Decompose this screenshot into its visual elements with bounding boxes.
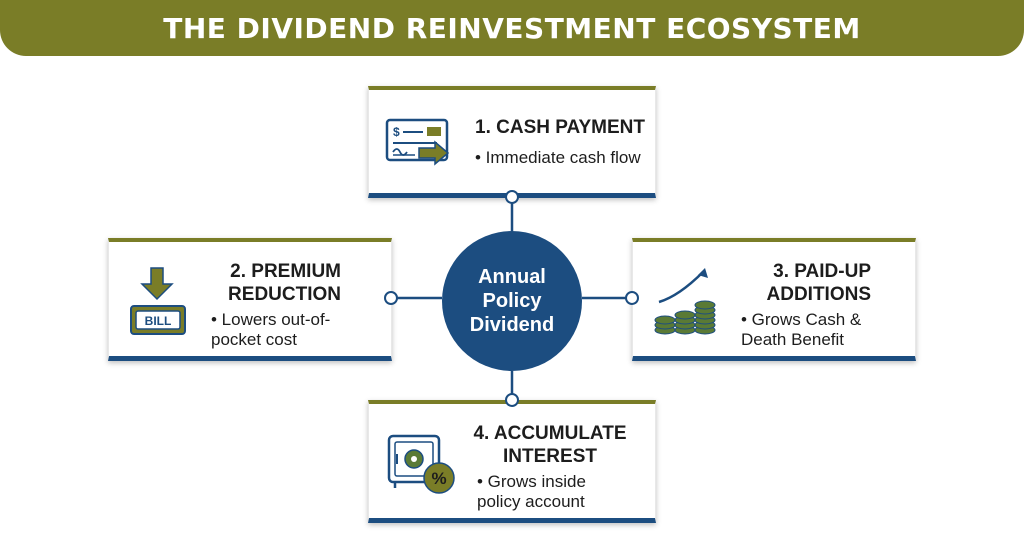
central-hub: Annual Policy Dividend xyxy=(442,231,582,371)
connector-node-bottom xyxy=(505,393,519,407)
connector-node-top xyxy=(505,190,519,204)
svg-text:$: $ xyxy=(393,125,400,139)
card-title: 2. PREMIUM REDUCTION xyxy=(228,261,341,305)
card-bullet: • Immediate cash flow xyxy=(475,148,641,167)
card-bullet: • Grows Cash & Death Benefit xyxy=(741,310,862,349)
card-title: 4. ACCUMULATE INTEREST xyxy=(473,423,627,467)
card-paid-up-additions: 3. PAID-UP ADDITIONS • Grows Cash & Deat… xyxy=(632,238,916,361)
card-title: 1. CASH PAYMENT xyxy=(475,117,645,138)
diagram-title: THE DIVIDEND REINVESTMENT ECOSYSTEM xyxy=(163,11,861,45)
card-bullet: • Lowers out-of- pocket cost xyxy=(211,310,331,349)
title-banner: THE DIVIDEND REINVESTMENT ECOSYSTEM xyxy=(0,0,1024,56)
bill-down-arrow-icon: BILL xyxy=(127,264,189,345)
check-with-arrow-icon: $ xyxy=(385,118,451,175)
connector-node-right xyxy=(625,291,639,305)
hub-label: Annual Policy Dividend xyxy=(469,266,555,336)
card-bullet: • Grows inside policy account xyxy=(477,472,586,511)
bill-icon-text: BILL xyxy=(145,314,172,328)
coin-stacks-growth-icon xyxy=(653,266,719,343)
percent-icon-text: % xyxy=(431,469,446,488)
card-cash-payment: $ 1. CASH PAYMENT • Immediate cash flow xyxy=(368,86,656,198)
card-title: 3. PAID-UP ADDITIONS xyxy=(766,261,872,305)
connector-node-left xyxy=(384,291,398,305)
safe-percent-icon: % xyxy=(385,432,457,503)
card-premium-reduction: BILL 2. PREMIUM REDUCTION • Lowers out-o… xyxy=(108,238,392,361)
card-accumulate-interest: % 4. ACCUMULATE INTEREST • Grows inside … xyxy=(368,400,656,523)
